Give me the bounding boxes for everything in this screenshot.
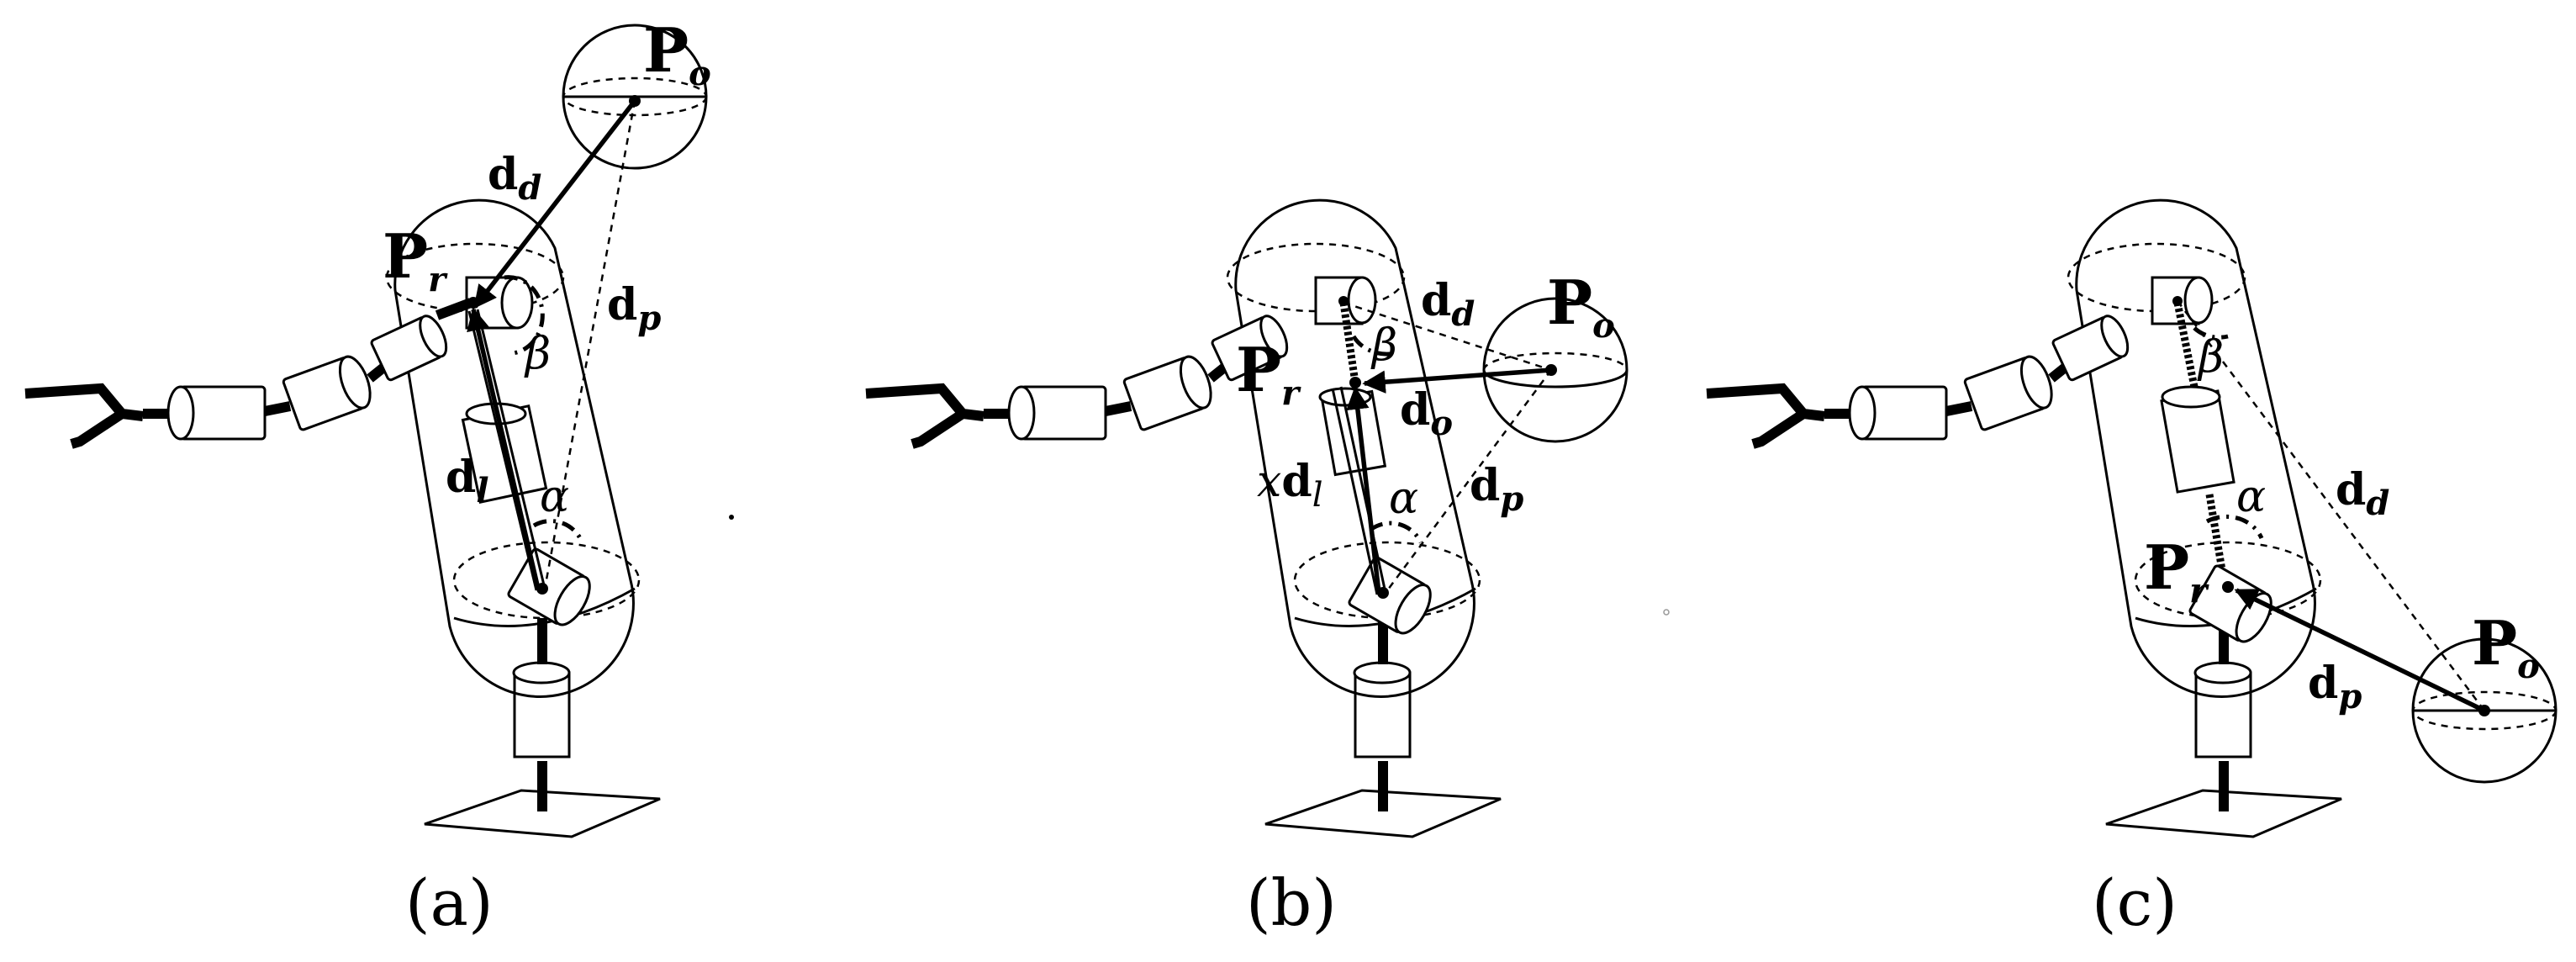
panel-a bbox=[25, 24, 708, 837]
label-Pr: Pr bbox=[1236, 334, 1301, 413]
label-beta: β bbox=[1370, 320, 1397, 371]
label-dd: dd bbox=[1421, 275, 1475, 334]
label-Pr: Pr bbox=[2144, 531, 2209, 610]
label-dp: dp bbox=[2308, 658, 2362, 716]
label-dd: dd bbox=[488, 149, 541, 208]
label-xdl: xdl bbox=[1257, 456, 1322, 515]
panel-c bbox=[1707, 200, 2558, 837]
label-dd: dd bbox=[2336, 464, 2389, 523]
label-beta: β bbox=[2197, 332, 2224, 383]
label-Pr: Pr bbox=[383, 220, 448, 299]
label-dp: dp bbox=[607, 279, 661, 338]
caption-a: (a) bbox=[405, 865, 494, 940]
label-dp: dp bbox=[1470, 460, 1523, 519]
stray-dot bbox=[729, 515, 734, 520]
label-Po: Po bbox=[2472, 607, 2540, 686]
stray-circle bbox=[1663, 609, 1670, 616]
caption-c: (c) bbox=[2092, 865, 2177, 940]
caption-b: (b) bbox=[1246, 865, 1337, 940]
label-alpha: α bbox=[2236, 472, 2266, 522]
label-alpha: α bbox=[1389, 473, 1418, 524]
panel-b-labels: Po Pr dd do dp xdl α β (b) bbox=[1236, 267, 1615, 940]
label-Po: Po bbox=[643, 14, 711, 93]
label-beta: β bbox=[524, 329, 551, 379]
label-dl: dl bbox=[446, 452, 489, 510]
label-alpha: α bbox=[540, 472, 569, 522]
label-do: do bbox=[1400, 384, 1453, 443]
panel-c-labels: Po Pr dd dp α β (c) bbox=[2092, 332, 2540, 940]
panel-b bbox=[866, 200, 1628, 837]
label-Po: Po bbox=[1547, 267, 1615, 346]
panel-a-labels: Po Pr dd dp dl α β (a) bbox=[383, 14, 711, 940]
